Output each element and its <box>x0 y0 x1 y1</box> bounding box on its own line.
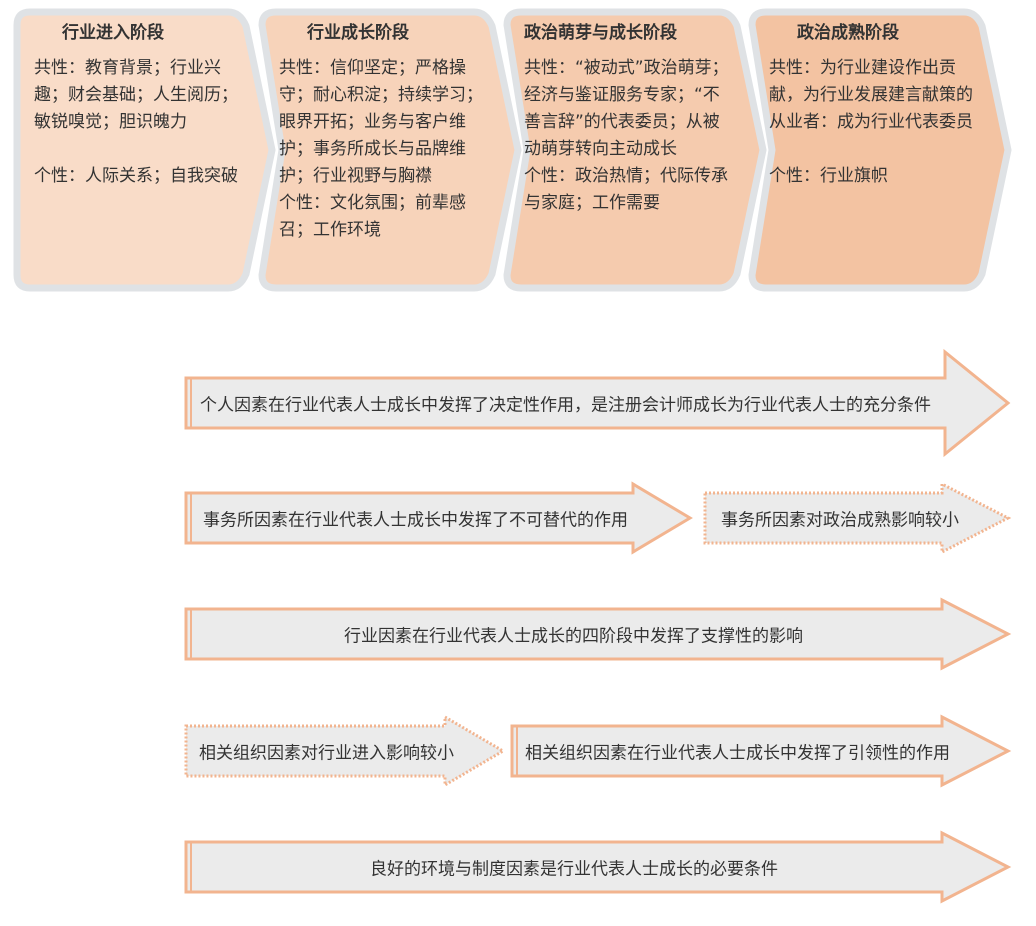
arrow-firm-minor-shape <box>703 481 1012 555</box>
arrow-org-major-label: 相关组织因素在行业代表人士成长中发挥了引领性的作用 <box>525 743 950 764</box>
stage-title: 政治成熟阶段 <box>797 23 899 43</box>
stage-common: 共性：“被动式”政治萌芽；经济与鉴证服务专家；“不善言辞”的代表委员；从被动萌芽… <box>524 58 729 159</box>
stage-1: 行业进入阶段 共性：教育背景；行业兴趣；财会基础；人生阅历；敏锐嗅觉；胆识魄力 … <box>34 20 244 190</box>
stage-common: 共性：为行业建设作出贡献，为行业发展建言献策的从业者：成为行业代表委员 <box>769 58 973 132</box>
stage-common: 共性：信仰坚定；严格操守；耐心积淀；持续学习；眼界开拓；业务与客户维护；事务所成… <box>279 58 483 186</box>
arrow-firm-major-shape <box>184 481 693 555</box>
arrow-org-minor-label: 相关组织因素对行业进入影响较小 <box>199 743 454 764</box>
stage-title: 政治萌芽与成长阶段 <box>524 23 677 43</box>
stage-individual: 个性：人际关系；自我突破 <box>34 166 238 186</box>
stage-title: 行业进入阶段 <box>62 23 164 43</box>
arrow-personal-label: 个人因素在行业代表人士成长中发挥了决定性作用，是注册会计师成长为行业代表人士的充… <box>200 395 931 416</box>
stage-individual: 个性：行业旗帜 <box>769 166 888 186</box>
stage-chevron-4 <box>748 8 1012 292</box>
stage-chevron-1 <box>13 8 276 292</box>
arrow-personal-shape <box>184 348 1011 458</box>
stage-3: 政治萌芽与成长阶段 共性：“被动式”政治萌芽；经济与鉴证服务专家；“不善言辞”的… <box>524 20 734 217</box>
arrow-firm-minor-label: 事务所因素对政治成熟影响较小 <box>721 510 959 531</box>
arrow-firm-major-label: 事务所因素在行业代表人士成长中发挥了不可替代的作用 <box>203 510 628 531</box>
arrow-org-major-shape <box>510 714 1012 788</box>
arrow-environment-label: 良好的环境与制度因素是行业代表人士成长的必要条件 <box>370 859 778 880</box>
stage-4: 政治成熟阶段 共性：为行业建设作出贡献，为行业发展建言献策的从业者：成为行业代表… <box>769 20 979 190</box>
stage-individual: 个性：文化氛围；前辈感召；工作环境 <box>279 193 466 240</box>
stage-title: 行业成长阶段 <box>307 23 409 43</box>
stage-chevron-2 <box>258 8 522 292</box>
stage-individual: 个性：政治热情；代际传承与家庭；工作需要 <box>524 166 728 213</box>
stage-common: 共性：教育背景；行业兴趣；财会基础；人生阅历；敏锐嗅觉；胆识魄力 <box>34 58 238 132</box>
arrow-industry-label: 行业因素在行业代表人士成长的四阶段中发挥了支撑性的影响 <box>344 626 803 647</box>
arrow-org-minor-shape <box>184 714 506 788</box>
stage-chevron-3 <box>503 8 767 292</box>
arrow-industry-shape <box>184 597 1012 671</box>
stage-2: 行业成长阶段 共性：信仰坚定；严格操守；耐心积淀；持续学习；眼界开拓；业务与客户… <box>279 20 489 244</box>
arrow-environment-shape <box>184 830 1012 904</box>
